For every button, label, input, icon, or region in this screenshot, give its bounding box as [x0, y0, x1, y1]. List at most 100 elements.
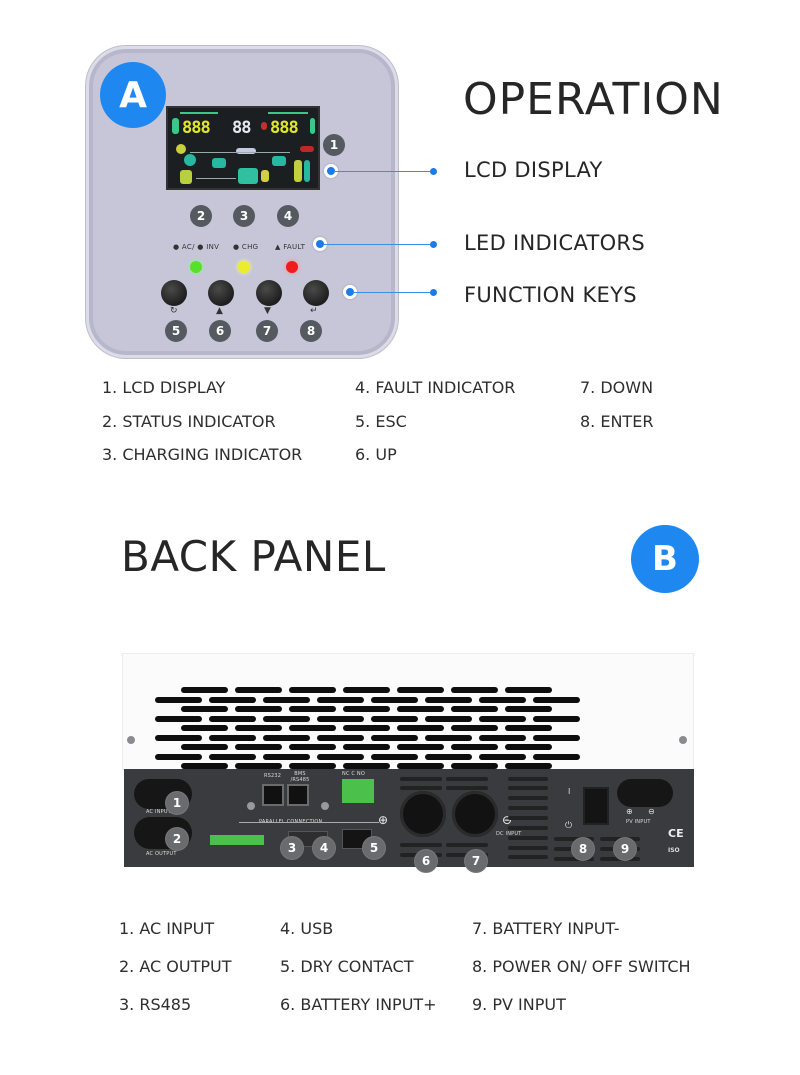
vent-slot	[317, 734, 364, 741]
status-led	[190, 261, 202, 273]
vent-slot	[508, 796, 548, 800]
esc-key[interactable]	[161, 280, 187, 306]
vent-slot	[451, 744, 498, 750]
vent-slot	[397, 725, 444, 731]
lcd-flow-line	[196, 178, 236, 179]
vent-slot	[209, 734, 256, 741]
lcd-pv-panel-icon	[180, 170, 192, 184]
vent-slot	[554, 857, 594, 861]
vent-slot	[479, 734, 526, 741]
charging-led	[238, 261, 250, 273]
vent-slot	[235, 744, 282, 750]
vent-slot	[425, 753, 472, 760]
battery-input-plus-port	[400, 791, 446, 837]
minus-icon: ⊖	[502, 813, 513, 827]
callout-number-3: 3	[233, 205, 255, 227]
dry-contact-terminal	[342, 779, 374, 803]
vent-slot	[289, 744, 336, 750]
lcd-right-digits: 888	[270, 118, 299, 138]
legend-a-item-4: 4. FAULT INDICATOR	[355, 378, 516, 397]
vent-slot	[343, 706, 390, 712]
vent-slot	[371, 696, 418, 703]
esc-glyph-icon: ↻	[170, 306, 178, 316]
callout-number-5: 5	[363, 837, 385, 859]
vent-slot	[235, 706, 282, 712]
vent-slot	[155, 715, 202, 722]
pv-input-label: PV INPUT	[626, 819, 651, 825]
lcd-center-digits: 88	[232, 118, 252, 138]
vent-slot	[451, 706, 498, 712]
vent-slot	[479, 696, 526, 703]
enter-key[interactable]	[303, 280, 329, 306]
callout-number-7: 7	[256, 320, 278, 342]
lcd-top-bar-left	[180, 112, 218, 114]
vent-slot	[533, 753, 580, 760]
enter-glyph-icon: ↵	[310, 306, 318, 316]
vent-slot	[263, 734, 310, 741]
back-panel-title: BACK PANEL	[121, 532, 386, 581]
vent-slot	[289, 725, 336, 731]
vent-slot	[371, 734, 418, 741]
dc-input-label: DC INPUT	[496, 831, 522, 837]
vent-slot	[508, 786, 548, 790]
vent-slot	[508, 826, 548, 830]
plus-icon: ⊕	[378, 813, 389, 827]
lcd-battery-icon	[238, 168, 258, 184]
vent-slot	[397, 687, 444, 693]
up-key[interactable]	[208, 280, 234, 306]
vent-slot	[263, 715, 310, 722]
vent-slot	[533, 715, 580, 722]
vent-slot	[289, 687, 336, 693]
vent-slot	[446, 777, 488, 781]
lcd-pointer-line	[334, 171, 434, 172]
vent-slot	[451, 725, 498, 731]
down-key[interactable]	[256, 280, 282, 306]
callout-number-8: 8	[572, 838, 594, 860]
operation-title: OPERATION	[463, 74, 724, 125]
power-switch[interactable]	[583, 787, 609, 825]
lcd-charger-icon	[272, 156, 286, 166]
power-on-marker: I	[568, 787, 571, 796]
callout-number-3: 3	[281, 837, 303, 859]
callout-number-2: 2	[190, 205, 212, 227]
bms-rs485-port	[287, 784, 309, 806]
screw	[321, 802, 329, 810]
callout-number-1: 1	[166, 792, 188, 814]
legend-b-item-4: 4. USB	[280, 919, 334, 938]
lcd-display: 888 88 888	[166, 106, 320, 190]
vent-slot	[343, 744, 390, 750]
vent-slot	[181, 763, 228, 769]
fault-led	[286, 261, 298, 273]
screw	[247, 802, 255, 810]
lcd-output-icon	[310, 118, 315, 134]
pv-input-port	[617, 779, 673, 807]
vent-slot	[533, 696, 580, 703]
vent-slot	[181, 706, 228, 712]
vent-slot	[400, 786, 442, 790]
keys-pointer-end	[430, 289, 437, 296]
lcd-input-icon	[172, 118, 179, 134]
lcd-load-icon	[300, 146, 314, 152]
vent-slot	[289, 763, 336, 769]
callout-function-keys: FUNCTION KEYS	[464, 283, 637, 307]
pv-plus-icon: ⊕	[626, 807, 633, 816]
vent-slot	[289, 706, 336, 712]
lcd-bypass-icon	[236, 148, 256, 154]
vent-slot	[343, 725, 390, 731]
legend-b-item-3: 3. RS485	[119, 995, 192, 1014]
legend-a-item-7: 7. DOWN	[580, 378, 654, 397]
callout-number-8: 8	[300, 320, 322, 342]
rear-connector-panel: AC INPUT AC OUTPUT RS232 BMS /RS485 NC C…	[124, 769, 694, 867]
iso-mark: ISO	[668, 847, 680, 854]
vent-slot	[446, 843, 488, 847]
parallel-terminal	[210, 835, 264, 845]
battery-input-minus-port	[452, 791, 498, 837]
callout-number-2: 2	[166, 828, 188, 850]
vent-slot	[235, 687, 282, 693]
lcd-top-bar-right	[268, 112, 308, 114]
vent-slot	[446, 786, 488, 790]
callout-number-4: 4	[277, 205, 299, 227]
led-pointer-end	[430, 241, 437, 248]
callout-number-6: 6	[415, 850, 437, 872]
bms-label: BMS /RS485	[290, 771, 310, 783]
